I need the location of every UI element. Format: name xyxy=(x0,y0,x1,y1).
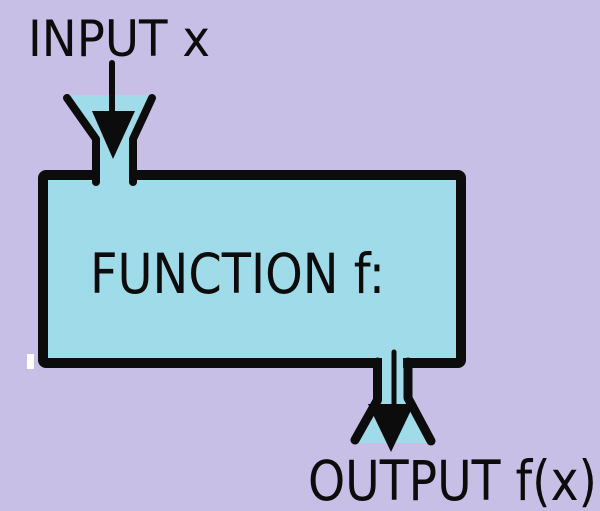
paint-artifact xyxy=(27,354,34,369)
function-box xyxy=(38,170,466,368)
output-arrowhead xyxy=(368,404,414,452)
output-funnel-right-wall xyxy=(403,357,436,446)
input-down-arrow-icon xyxy=(92,60,135,159)
output-label: OUTPUT f(x) xyxy=(308,449,597,511)
input-funnel-right-wall xyxy=(129,94,156,186)
input-funnel-left-wall xyxy=(63,94,100,186)
output-down-arrow-icon xyxy=(368,349,414,452)
input-label: INPUT x xyxy=(28,10,210,68)
function-label: FUNCTION f: xyxy=(90,242,385,306)
input-arrowhead xyxy=(92,111,135,159)
output-funnel-left-wall xyxy=(350,357,382,445)
